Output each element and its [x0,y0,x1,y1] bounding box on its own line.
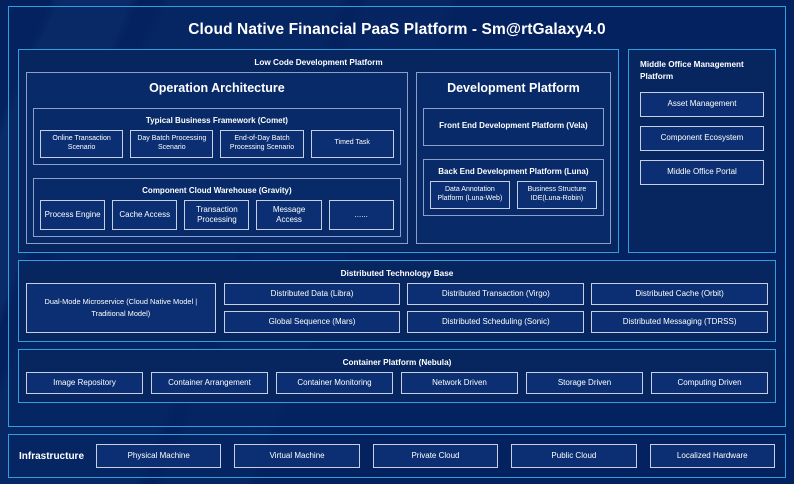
container-platform-panel[interactable]: Container Platform (Nebula) Image Reposi… [18,348,776,403]
chip-physical-machine[interactable]: Physical Machine [96,444,222,468]
chip-distributed-cache[interactable]: Distributed Cache (Orbit) [591,282,768,305]
infrastructure-label: Infrastructure [19,450,85,462]
chip-end-of-day-batch-processing-scenario[interactable]: End-of-Day Batch Processing Scenario [220,130,304,158]
back-end-development-platform-title: Back End Development Platform (Luna) [438,167,589,176]
development-platform-panel[interactable]: Development Platform Front End Developme… [415,72,611,244]
middle-office-title: Middle Office Management Platform [640,60,744,81]
distributed-technology-base-body: Dual-Mode Microservice (Cloud Native Mod… [26,282,768,333]
container-platform-title: Container Platform (Nebula) [342,357,452,367]
distributed-technology-base-title: Distributed Technology Base [340,268,454,278]
chip-component-ecosystem[interactable]: Component Ecosystem [640,125,764,151]
chip-message-access[interactable]: Message Access [256,199,322,230]
typical-business-framework-chips: Online Transaction Scenario Day Batch Pr… [40,130,394,158]
chip-localized-hardware[interactable]: Localized Hardware [649,444,775,468]
chip-private-cloud[interactable]: Private Cloud [372,444,499,468]
component-cloud-warehouse-panel[interactable]: Component Cloud Warehouse (Gravity) Proc… [33,177,401,237]
chip-asset-management[interactable]: Asset Management [640,91,764,117]
chip-process-engine[interactable]: Process Engine [40,199,106,230]
component-cloud-warehouse-title: Component Cloud Warehouse (Gravity) [142,185,292,195]
chip-distributed-transaction[interactable]: Distributed Transaction (Virgo) [407,282,585,305]
distributed-row-2: Global Sequence (Mars) Distributed Sched… [223,310,768,333]
middle-office-management-platform[interactable]: Middle Office Management Platform Asset … [628,49,776,253]
chip-data-annotation-platform[interactable]: Data Annotation Platform (Luna-Web) [429,181,510,209]
operation-architecture-title: Operation Architecture [149,81,285,95]
chip-business-structure-ide[interactable]: Business Structure IDE(Luna-Robin) [516,181,597,209]
chip-container-arrangement[interactable]: Container Arrangement [151,371,268,394]
infrastructure-chips: Physical Machine Virtual Machine Private… [96,444,775,468]
container-platform-chips: Image Repository Container Arrangement C… [26,371,768,394]
distributed-row-1: Distributed Data (Libra) Distributed Tra… [223,282,768,305]
infrastructure-panel[interactable]: Infrastructure Physical Machine Virtual … [8,434,786,478]
back-end-chips: Data Annotation Platform (Luna-Web) Busi… [429,181,597,209]
chip-middle-office-portal[interactable]: Middle Office Portal [640,159,764,185]
low-code-development-platform[interactable]: Low Code Development Platform Operation … [18,49,619,253]
chip-network-driven[interactable]: Network Driven [401,371,518,394]
middle-office-list: Asset Management Component Ecosystem Mid… [636,91,768,187]
chip-computing-driven[interactable]: Computing Driven [651,371,768,394]
chip-more-ellipsis[interactable]: ...... [328,199,394,230]
dual-mode-microservice-wrap: Dual-Mode Microservice (Cloud Native Mod… [26,282,216,333]
chip-virtual-machine[interactable]: Virtual Machine [234,444,360,468]
distributed-technology-base-panel[interactable]: Distributed Technology Base Dual-Mode Mi… [18,259,776,342]
chip-container-monitoring[interactable]: Container Monitoring [276,371,393,394]
low-code-title: Low Code Development Platform [254,58,383,67]
front-end-development-platform-panel[interactable]: Front End Development Platform (Vela) [422,108,604,146]
upper-row: Low Code Development Platform Operation … [18,49,776,253]
operation-architecture-panel[interactable]: Operation Architecture Typical Business … [26,72,408,244]
low-code-body: Operation Architecture Typical Business … [26,72,611,244]
chip-online-transaction-scenario[interactable]: Online Transaction Scenario [40,130,124,158]
component-cloud-warehouse-chips: Process Engine Cache Access Transaction … [40,199,394,230]
page-title: Cloud Native Financial PaaS Platform - S… [188,21,606,38]
development-platform-title: Development Platform [447,81,580,95]
chip-distributed-messaging[interactable]: Distributed Messaging (TDRSS) [591,310,768,333]
chip-dual-mode-microservice[interactable]: Dual-Mode Microservice (Cloud Native Mod… [26,282,216,333]
chip-transaction-processing[interactable]: Transaction Processing [184,199,250,230]
back-end-development-platform-panel[interactable]: Back End Development Platform (Luna) Dat… [422,159,604,216]
chip-image-repository[interactable]: Image Repository [26,371,143,394]
chip-timed-task[interactable]: Timed Task [310,130,394,158]
chip-day-batch-processing-scenario[interactable]: Day Batch Processing Scenario [130,130,214,158]
chip-public-cloud[interactable]: Public Cloud [511,444,637,468]
typical-business-framework-panel[interactable]: Typical Business Framework (Comet) Onlin… [33,108,401,165]
chip-cache-access[interactable]: Cache Access [112,199,178,230]
typical-business-framework-title: Typical Business Framework (Comet) [145,116,288,125]
platform-outer-frame: Cloud Native Financial PaaS Platform - S… [8,6,786,427]
chip-distributed-scheduling[interactable]: Distributed Scheduling (Sonic) [407,310,585,333]
front-end-development-platform-title: Front End Development Platform (Vela) [439,121,588,130]
distributed-technology-grid: Distributed Data (Libra) Distributed Tra… [223,282,768,333]
chip-storage-driven[interactable]: Storage Driven [526,371,643,394]
chip-distributed-data[interactable]: Distributed Data (Libra) [223,282,401,305]
chip-global-sequence[interactable]: Global Sequence (Mars) [223,310,401,333]
